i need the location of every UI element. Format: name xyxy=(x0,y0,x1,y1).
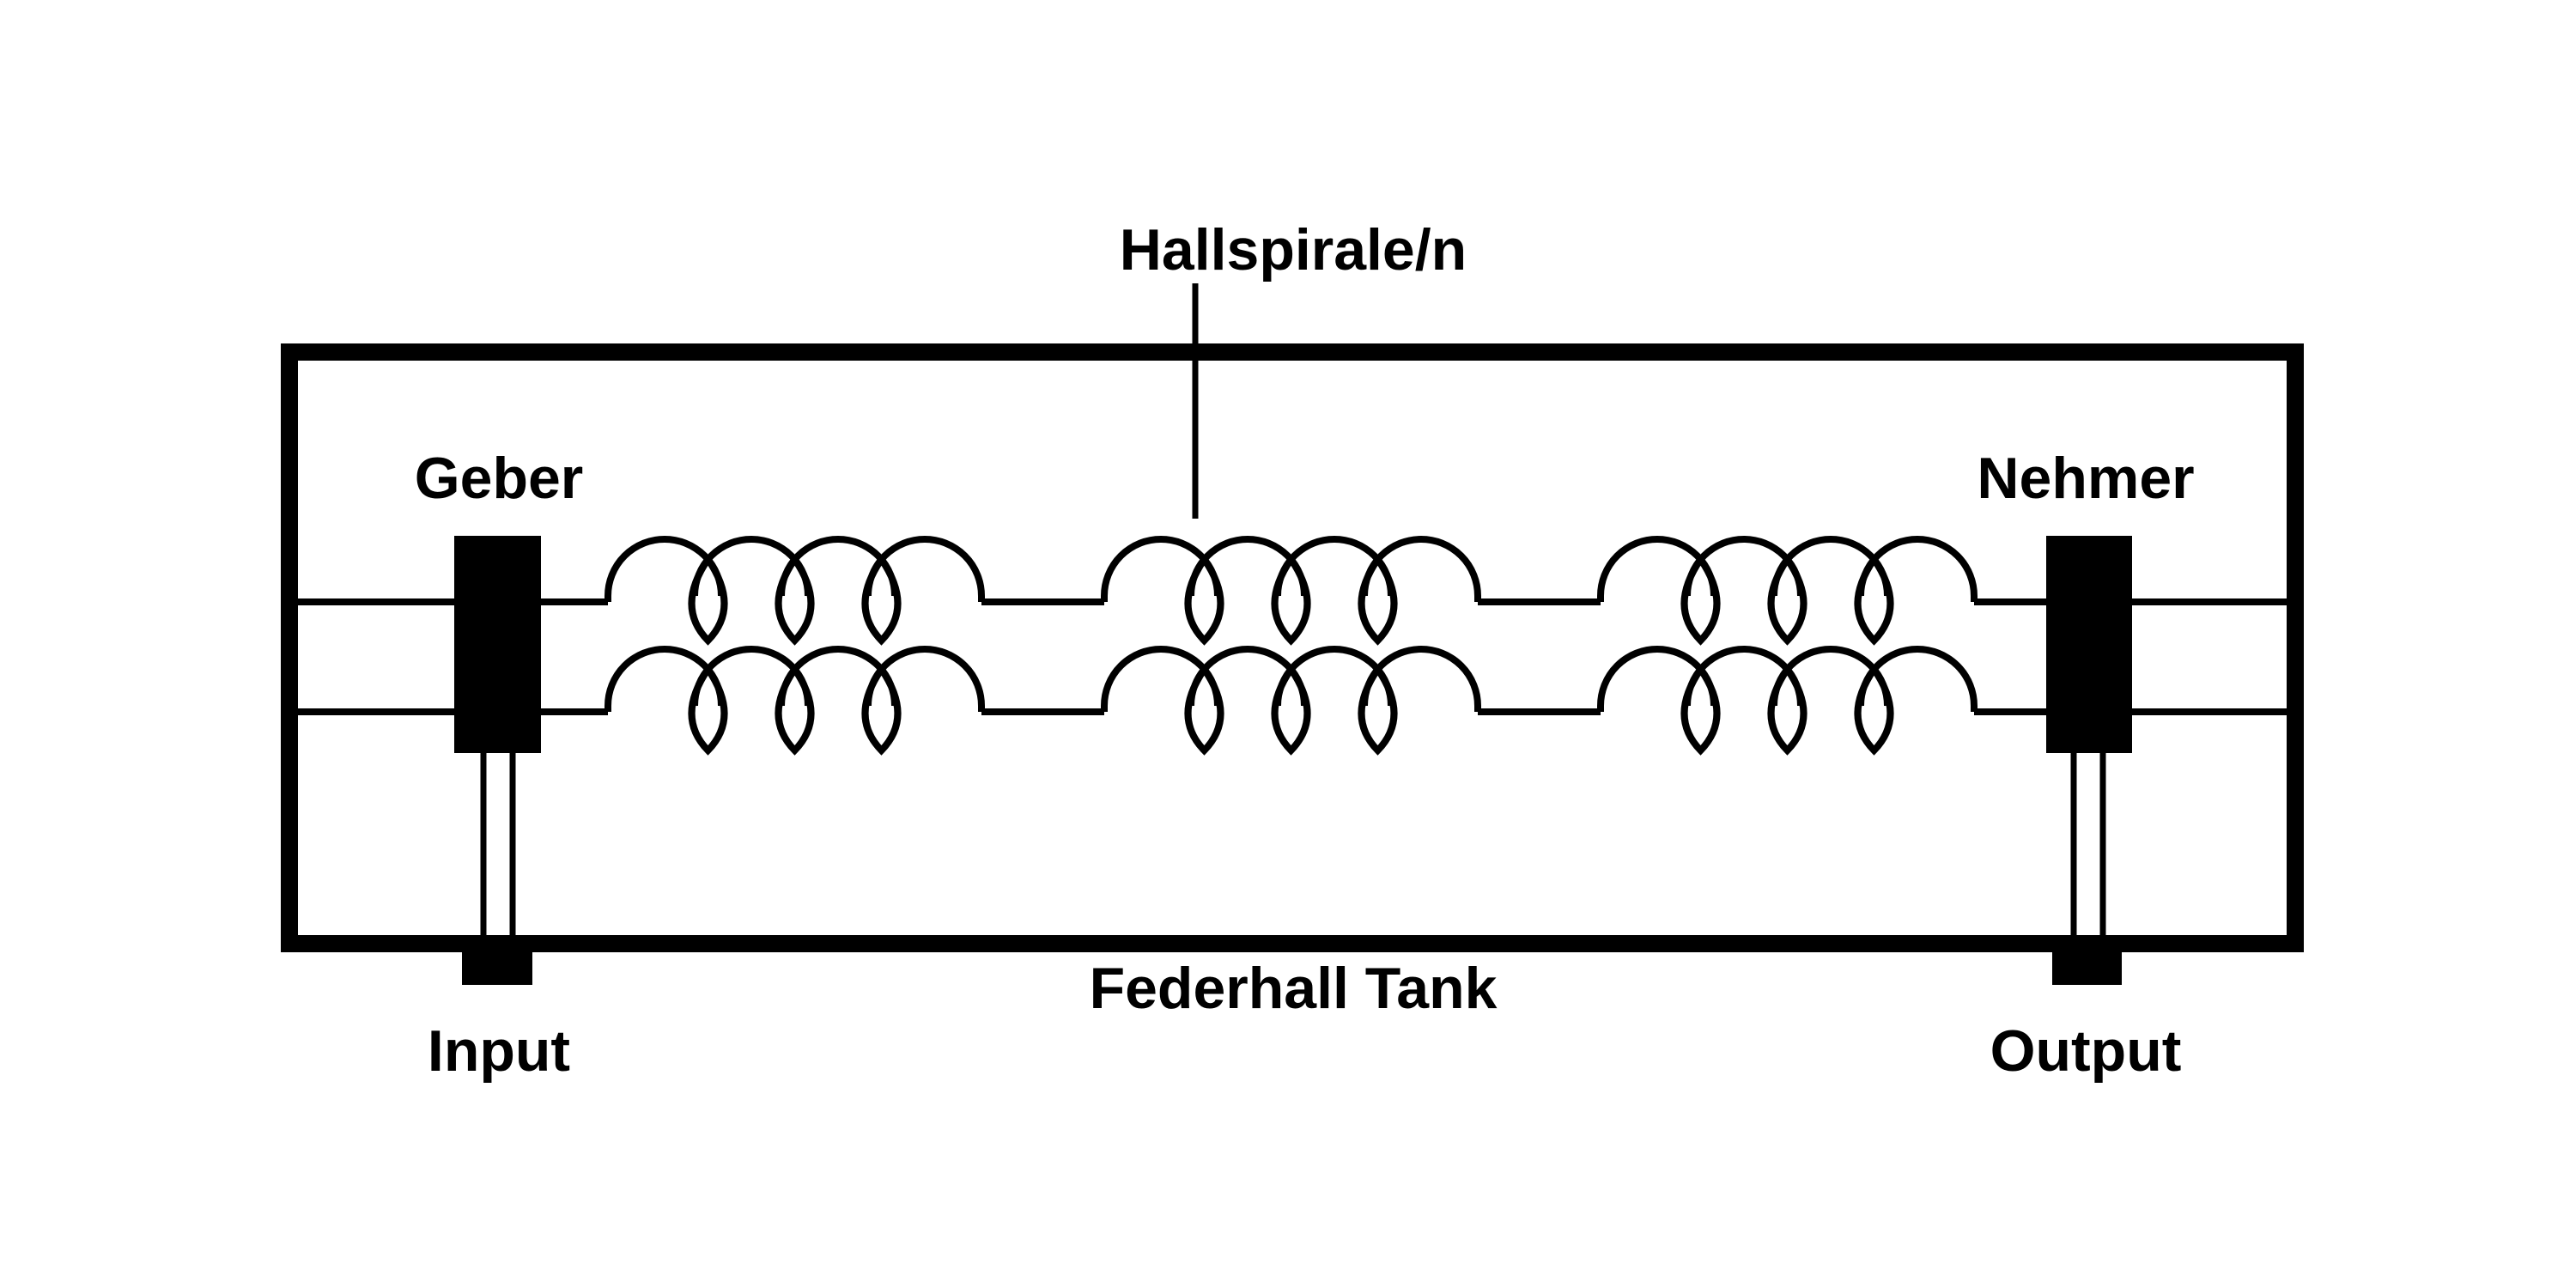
coil-group xyxy=(1597,646,1978,756)
input-jack xyxy=(462,940,532,985)
coil-group xyxy=(605,536,985,646)
output-jack xyxy=(2052,940,2122,985)
tank-housing xyxy=(281,343,2304,952)
nehmer-transducer xyxy=(2046,536,2132,753)
tank-label: Federhall Tank xyxy=(1090,956,1498,1021)
geber-label: Geber xyxy=(415,446,584,511)
input-leads xyxy=(480,753,516,936)
nehmer-label: Nehmer xyxy=(1977,446,2194,511)
spring-wires xyxy=(298,598,2287,715)
coil-group xyxy=(1597,536,1978,646)
hallspirale-label: Hallspirale/n xyxy=(1120,217,1467,283)
geber-transducer xyxy=(454,536,541,753)
output-leads xyxy=(2070,753,2106,936)
spring-coils xyxy=(605,536,1978,756)
coil-group xyxy=(605,646,985,756)
coil-group xyxy=(1101,646,1481,756)
input-label: Input xyxy=(428,1018,570,1084)
coil-group xyxy=(1101,536,1481,646)
output-label: Output xyxy=(1990,1018,2182,1084)
